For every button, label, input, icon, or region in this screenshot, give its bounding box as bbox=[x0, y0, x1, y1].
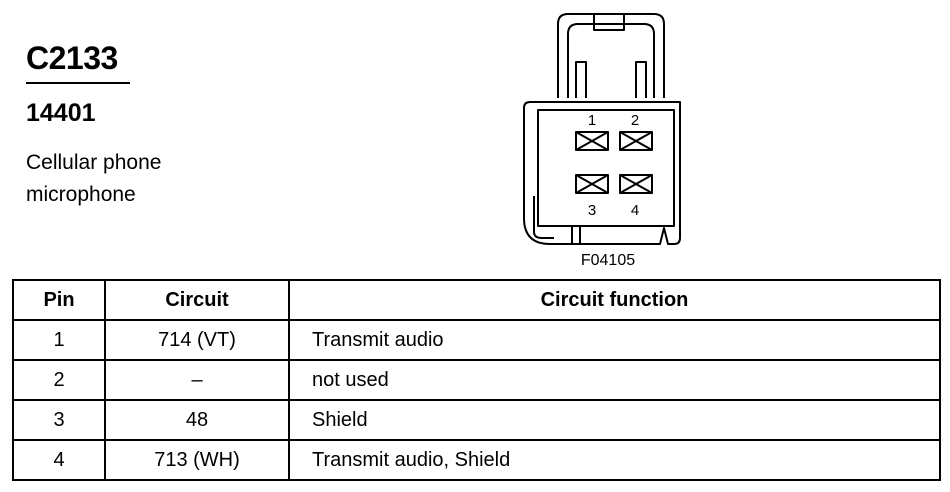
connector-id: C2133 bbox=[26, 40, 118, 76]
pin-label-3: 3 bbox=[588, 202, 596, 219]
latch-outline bbox=[557, 13, 665, 98]
cell-function: not used bbox=[288, 359, 941, 401]
table-row: 1 714 (VT) Transmit audio bbox=[12, 319, 941, 361]
table-row: 3 48 Shield bbox=[12, 399, 941, 441]
housing-outline bbox=[523, 101, 681, 245]
pin-1-terminal bbox=[575, 131, 609, 151]
pin-4-terminal bbox=[619, 174, 653, 194]
latch-arm-left bbox=[575, 61, 587, 98]
latch-tab bbox=[593, 13, 625, 31]
cell-function: Shield bbox=[288, 399, 941, 441]
figure-code: F04105 bbox=[581, 252, 635, 269]
connector-description: Cellular phone microphone bbox=[26, 151, 162, 206]
cell-circuit: 713 (WH) bbox=[104, 439, 290, 481]
cell-pin: 4 bbox=[12, 439, 106, 481]
cell-circuit: 48 bbox=[104, 399, 290, 441]
header-circuit: Circuit bbox=[104, 279, 290, 321]
cell-pin: 1 bbox=[12, 319, 106, 361]
cell-circuit: – bbox=[104, 359, 290, 401]
cell-pin: 3 bbox=[12, 399, 106, 441]
cell-function: Transmit audio bbox=[288, 319, 941, 361]
cell-function: Transmit audio, Shield bbox=[288, 439, 941, 481]
part-number: 14401 bbox=[26, 99, 96, 127]
connector-id-underline bbox=[26, 82, 130, 84]
latch-arm-right bbox=[635, 61, 647, 98]
pin-label-4: 4 bbox=[631, 202, 639, 219]
header-pin: Pin bbox=[12, 279, 106, 321]
connector-face-diagram: 1 2 3 4 F04105 bbox=[523, 13, 681, 269]
table-row: 2 – not used bbox=[12, 359, 941, 401]
pin-3-terminal bbox=[575, 174, 609, 194]
pinout-table: Pin Circuit Circuit function 1 714 (VT) … bbox=[12, 279, 941, 481]
pin-label-1: 1 bbox=[588, 112, 596, 129]
header-function: Circuit function bbox=[288, 279, 941, 321]
cell-circuit: 714 (VT) bbox=[104, 319, 290, 361]
pin-label-2: 2 bbox=[631, 112, 639, 129]
table-header-row: Pin Circuit Circuit function bbox=[12, 279, 941, 321]
side-rib bbox=[533, 196, 554, 239]
pin-2-terminal bbox=[619, 131, 653, 151]
latch-inner-outline bbox=[567, 23, 655, 98]
pin-cavity bbox=[537, 109, 675, 227]
cell-pin: 2 bbox=[12, 359, 106, 401]
table-row: 4 713 (WH) Transmit audio, Shield bbox=[12, 439, 941, 481]
